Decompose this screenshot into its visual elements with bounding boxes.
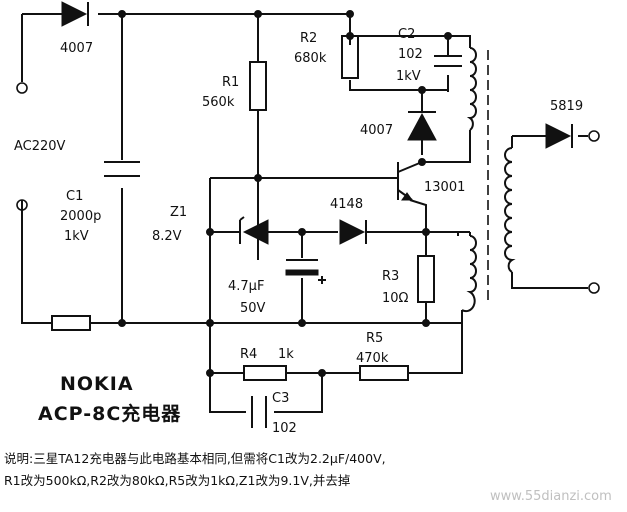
label-c2-name: C2 [398, 27, 415, 42]
watermark: www.55dianzi.com [490, 489, 612, 504]
transistor-13001 [397, 161, 423, 201]
label-d-snubber: 4007 [360, 123, 393, 138]
label-z1-value: 8.2V [152, 229, 182, 244]
resistor-r2 [341, 35, 359, 79]
note-line-2: R1改为500kΩ,R2改为80kΩ,R5改为1kΩ,Z1改为9.1V,并去掉 [4, 473, 351, 488]
label-d-input: 4007 [60, 41, 93, 56]
label-d-4148: 4148 [330, 197, 363, 212]
diode-snubber-4007 [407, 111, 437, 141]
capacitor-c3 [251, 396, 267, 428]
wires [21, 13, 588, 413]
label-ac-input: AC220V [14, 139, 66, 154]
terminals [16, 82, 600, 294]
component-labels: 4007 AC220V C1 2000p 1kV R1 560k R2 680k… [14, 27, 583, 436]
label-r2-value: 680k [294, 51, 327, 66]
label-r4-name: R4 [240, 347, 257, 362]
note-line-1: 说明:三星TA12充电器与此电路基本相同,但需将C1改为2.2μF/400V, [4, 451, 386, 466]
output-terminal-negative [588, 282, 600, 294]
label-z1-name: Z1 [170, 205, 187, 220]
label-transistor: 13001 [424, 180, 465, 195]
label-c1-value: 2000p [60, 209, 101, 224]
label-c1-name: C1 [66, 189, 83, 204]
ac-terminal-top [16, 82, 28, 94]
transformer-feedback-coil [461, 235, 477, 313]
label-r5-name: R5 [366, 331, 383, 346]
title-brand: NOKIA [60, 373, 134, 395]
transformer-primary-coil [466, 47, 477, 131]
capacitor-electrolytic [285, 259, 326, 284]
label-r1-value: 560k [202, 95, 235, 110]
product-title: NOKIA ACP-8C充电器 [38, 373, 181, 425]
label-d-output: 5819 [550, 99, 583, 114]
label-c2-value: 102 [398, 47, 423, 62]
ac-terminal-bottom [16, 199, 28, 211]
zener-z1 [239, 216, 269, 245]
resistor-r5 [359, 365, 409, 381]
label-r3-name: R3 [382, 269, 399, 284]
diode-output-5819 [545, 123, 573, 149]
label-cap-voltage: 50V [240, 301, 266, 316]
output-terminal-positive [588, 130, 600, 142]
resistor-r3 [417, 255, 435, 303]
label-c3-name: C3 [272, 391, 289, 406]
label-r1-name: R1 [222, 75, 239, 90]
capacitor-c2 [434, 55, 462, 67]
transformer-secondary-coil [504, 147, 516, 273]
resistor-r4 [243, 365, 287, 381]
resistor-input [51, 315, 91, 331]
label-r5-value: 470k [356, 351, 389, 366]
diode-4148 [339, 219, 367, 245]
resistor-r1 [249, 61, 267, 111]
label-cap-value: 4.7μF [228, 279, 264, 294]
label-r3-value: 10Ω [382, 291, 409, 306]
title-model: ACP-8C充电器 [38, 402, 181, 425]
label-c1-voltage: 1kV [64, 229, 89, 244]
diode-input-4007 [61, 1, 89, 27]
label-r2-name: R2 [300, 31, 317, 46]
label-r4-value: 1k [278, 347, 294, 362]
label-c2-voltage: 1kV [396, 69, 421, 84]
capacitor-c1 [104, 161, 140, 177]
label-c3-value: 102 [272, 421, 297, 436]
